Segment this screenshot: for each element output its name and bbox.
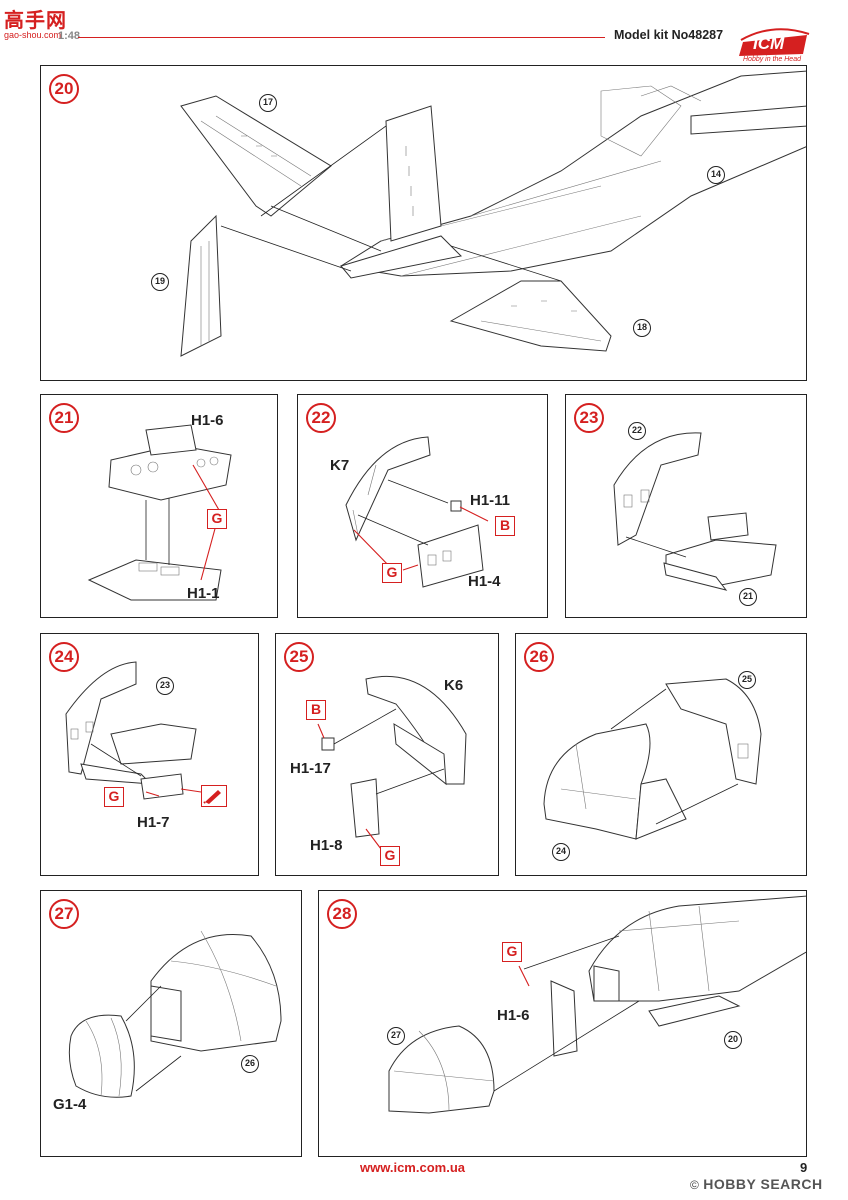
step-23-panel: 23 22 21: [565, 394, 807, 618]
step-22-panel: 22 K7 H1-11 B G H1-4: [297, 394, 548, 618]
part-h1-7-label: H1-7: [137, 814, 170, 831]
step-25-number: 25: [284, 642, 314, 672]
part-26-callout: 26: [241, 1055, 259, 1073]
footer-url[interactable]: www.icm.com.ua: [360, 1160, 465, 1175]
page-fragment: 1:48: [58, 30, 81, 42]
part-21-callout: 21: [739, 588, 757, 606]
icm-logo-mark: [739, 28, 810, 56]
step-25-panel: 25 B K6 H1-17 H1-8 G: [275, 633, 499, 876]
part-24-callout: 24: [552, 843, 570, 861]
copyright-icon: ©: [690, 1178, 699, 1192]
step-20-illustration: [180, 70, 806, 357]
step-27-number: 27: [49, 899, 79, 929]
paint-g-box: G: [502, 942, 522, 962]
step-27-illustration: [68, 930, 282, 1098]
icm-logo-text: ICM: [753, 34, 785, 53]
paint-g-box: G: [104, 787, 124, 807]
part-20-callout: 20: [724, 1031, 742, 1049]
part-h1-6-label: H1-6: [191, 412, 224, 429]
hobby-search-watermark: © HOBBY SEARCH: [690, 1176, 823, 1194]
brush-icon: [203, 790, 221, 804]
paint-g-box: G: [382, 563, 402, 583]
step-24-panel: 24 23 G H1-7: [40, 633, 259, 876]
step-26-number: 26: [524, 642, 554, 672]
part-k6-label: K6: [444, 677, 464, 694]
icm-logo-tagline: Hobby in the Head: [743, 56, 801, 63]
step-24-illustration: [65, 661, 202, 800]
part-22-callout: 22: [628, 422, 646, 440]
part-14-callout: 14: [707, 166, 725, 184]
step-22-number: 22: [306, 403, 336, 433]
part-17-callout: 17: [259, 94, 277, 112]
step-21-number: 21: [49, 403, 79, 433]
paint-g-box: G: [207, 509, 227, 529]
step-26-panel: 26 25 24: [515, 633, 807, 876]
step-20-number: 20: [49, 74, 79, 104]
part-h1-1-label: H1-1: [187, 585, 220, 602]
step-25-illustration: [317, 675, 467, 850]
step-21-panel: 21 H1-6 G H1-1: [40, 394, 278, 618]
part-27-callout: 27: [387, 1027, 405, 1045]
part-19-callout: 19: [151, 273, 169, 291]
step-20-panel: 20 17 14 19 18: [40, 65, 807, 381]
glue-brush-icon: [201, 785, 227, 807]
step-27-panel: 27 26 G1-4: [40, 890, 302, 1157]
part-k7-label: K7: [330, 457, 350, 474]
part-25-callout: 25: [738, 671, 756, 689]
step-24-number: 24: [49, 642, 79, 672]
step-22-illustration: [345, 436, 489, 588]
step-26-illustration: [543, 678, 762, 840]
step-23-illustration: [613, 432, 777, 591]
step-28-panel: 28 G H1-6 27 20: [318, 890, 807, 1157]
part-18-callout: 18: [633, 319, 651, 337]
step-28-number: 28: [327, 899, 357, 929]
part-g1-4-label: G1-4: [53, 1096, 87, 1113]
hobby-search-text: HOBBY SEARCH: [703, 1176, 823, 1192]
icm-logo: ICM Hobby in the Head: [737, 20, 812, 68]
paint-b-box: B: [495, 516, 515, 536]
part-h1-11-label: H1-11: [470, 492, 511, 509]
model-kit-label: Model kit No48287: [614, 28, 724, 42]
paint-g-box: G: [380, 846, 400, 866]
part-h1-8-label: H1-8: [310, 837, 343, 854]
step-21-illustration: [87, 424, 232, 601]
part-23-callout: 23: [156, 677, 174, 695]
paint-b-box: B: [306, 700, 326, 720]
part-h1-4-label: H1-4: [468, 573, 501, 590]
step-28-illustration: [388, 895, 806, 1114]
part-h1-17-label: H1-17: [290, 760, 331, 777]
part-h1-6-label: H1-6: [497, 1007, 530, 1024]
header-rule: [78, 37, 605, 38]
watermark-logo: 高手网 gao-shou.com: [4, 4, 67, 40]
step-23-number: 23: [574, 403, 604, 433]
watermark-logo-sub: gao-shou.com: [4, 30, 62, 40]
watermark-logo-text: 高手网: [4, 10, 67, 32]
page-number: 9: [800, 1160, 808, 1175]
